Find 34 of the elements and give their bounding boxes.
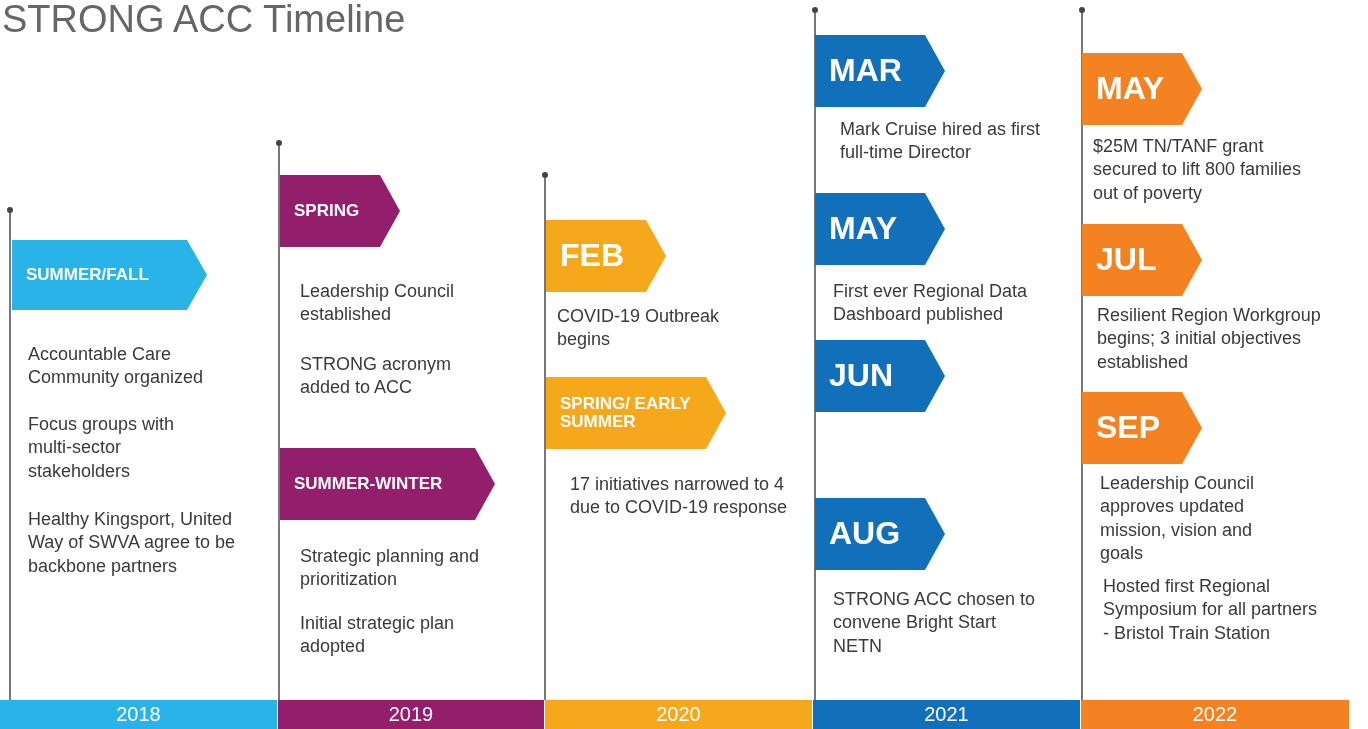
event-description: Hosted first Regional Symposium for all partners - Bristol Train Station bbox=[1103, 575, 1319, 645]
chevron-tag: MAY bbox=[815, 193, 945, 265]
chevron-tag: AUG bbox=[815, 498, 945, 570]
chevron-tag: FEB bbox=[546, 220, 666, 292]
event-description: Healthy Kingsport, United Way of SWVA agree to be backbone partners bbox=[28, 508, 237, 578]
year-bar: 2020 bbox=[545, 700, 812, 729]
event-description: Mark Cruise hired as first full-time Director bbox=[840, 118, 1042, 165]
chevron-tag: JUL bbox=[1082, 224, 1202, 296]
event-description: First ever Regional Data Dashboard published bbox=[833, 280, 1029, 327]
chevron-tag: JUN bbox=[815, 340, 945, 412]
event-description: Leadership Council approves updated mission, vision and goals bbox=[1100, 472, 1256, 566]
event-description: Resilient Region Workgroup begins; 3 initial objectives established bbox=[1097, 304, 1322, 374]
chevron-tag: SUMMER-WINTER bbox=[280, 448, 495, 520]
event-description: STRONG ACC chosen to convene Bright Start NETN bbox=[833, 588, 1037, 658]
event-description: $25M TN/TANF grant secured to lift 800 families out of poverty bbox=[1093, 135, 1303, 205]
chevron-tag: SPRING bbox=[280, 175, 400, 247]
event-description: STRONG acronym added to ACC bbox=[300, 353, 453, 400]
chevron-tag: SEP bbox=[1082, 392, 1202, 464]
year-bar: 2018 bbox=[0, 700, 277, 729]
chevron-tag: MAY bbox=[1082, 53, 1202, 125]
year-bar: 2019 bbox=[278, 700, 544, 729]
chevron-tag: SPRING/ EARLY SUMMER bbox=[546, 377, 726, 449]
year-bar: 2021 bbox=[813, 700, 1080, 729]
year-bar: 2022 bbox=[1081, 700, 1349, 729]
event-description: Initial strategic plan adopted bbox=[300, 612, 456, 659]
event-description: 17 initiatives narrowed to 4 due to COVID-19 response bbox=[570, 473, 789, 520]
event-description: Leadership Council established bbox=[300, 280, 456, 327]
chevron-tag: SUMMER/FALL bbox=[12, 240, 207, 310]
title: STRONG ACC Timeline bbox=[2, 0, 406, 41]
chevron-tag: MAR bbox=[815, 35, 945, 107]
event-description: Focus groups with multi-sector stakeholders bbox=[28, 413, 176, 483]
event-description: Strategic planning and prioritization bbox=[300, 545, 481, 592]
event-description: Accountable Care Community organized bbox=[28, 343, 205, 390]
event-description: COVID-19 Outbreak begins bbox=[557, 305, 721, 352]
